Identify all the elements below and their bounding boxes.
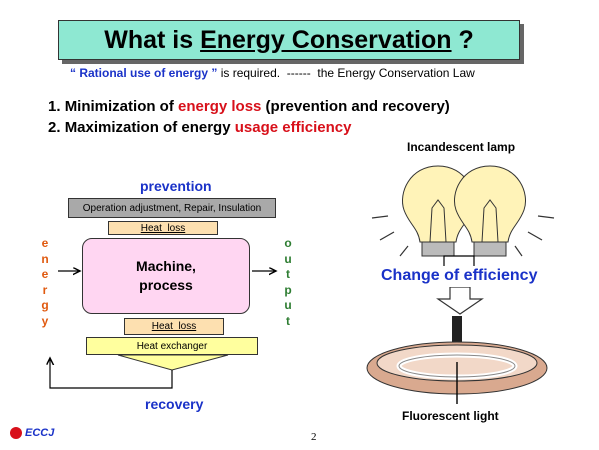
- point-1-text: Minimization of: [64, 98, 179, 115]
- heat-loss-top-label: Heat loss: [140, 222, 186, 234]
- point-2-text: Maximization of energy: [64, 119, 235, 136]
- change-label: Change of efficiency: [381, 267, 538, 284]
- heat-exchanger-arrow: [117, 354, 229, 371]
- machine-box: Machine, process: [82, 238, 250, 314]
- down-arrow-icon: [436, 287, 484, 315]
- point-1-highlight: energy loss: [178, 98, 262, 115]
- incandescent-bulbs: [371, 165, 555, 257]
- bulb-rays: [371, 215, 555, 257]
- logo-text: ECCJ: [25, 427, 55, 439]
- bulb-icon-right: [454, 165, 526, 257]
- title-suffix: ?: [451, 25, 474, 54]
- eccj-logo: ECCJ: [10, 427, 54, 439]
- heat-loss-bottom: Heat loss: [124, 318, 224, 335]
- subtitle-rest: is required. ------ the Energy Conservat…: [217, 66, 475, 80]
- recovery-loop-arrow: [50, 358, 173, 389]
- incandescent-label: Incandescent lamp: [407, 140, 516, 154]
- point-2-highlight: usage efficiency: [234, 119, 352, 136]
- point-2: 2. Maximization of energy usage efficien…: [48, 119, 351, 136]
- point-1: 1. Minimization of energy loss (preventi…: [48, 98, 450, 115]
- point-1-number: 1.: [48, 98, 61, 115]
- page-number: 2: [311, 431, 317, 443]
- bracket: [443, 255, 475, 266]
- recovery-label: recovery: [145, 396, 204, 412]
- point-2-number: 2.: [48, 119, 61, 136]
- fluorescent-lamp-icon: [366, 316, 548, 404]
- operation-box: Operation adjustment, Repair, Insulation: [68, 198, 276, 218]
- title-prefix: What is: [104, 25, 201, 54]
- fluorescent-label: Fluorescent light: [402, 409, 499, 423]
- title-highlight: Energy Conservation: [200, 25, 452, 54]
- point-1-rest: (prevention and recovery): [261, 98, 450, 115]
- subtitle-quote: “ Rational use of energy ”: [70, 66, 218, 80]
- logo-icon: [10, 427, 22, 439]
- heat-loss-top: Heat loss: [108, 221, 218, 235]
- prevention-label: prevention: [140, 178, 212, 194]
- page-title: What is Energy Conservation ?: [58, 20, 520, 60]
- subtitle: “ Rational use of energy ” is required. …: [70, 66, 540, 80]
- heat-loss-bottom-label: Heat loss: [151, 321, 197, 332]
